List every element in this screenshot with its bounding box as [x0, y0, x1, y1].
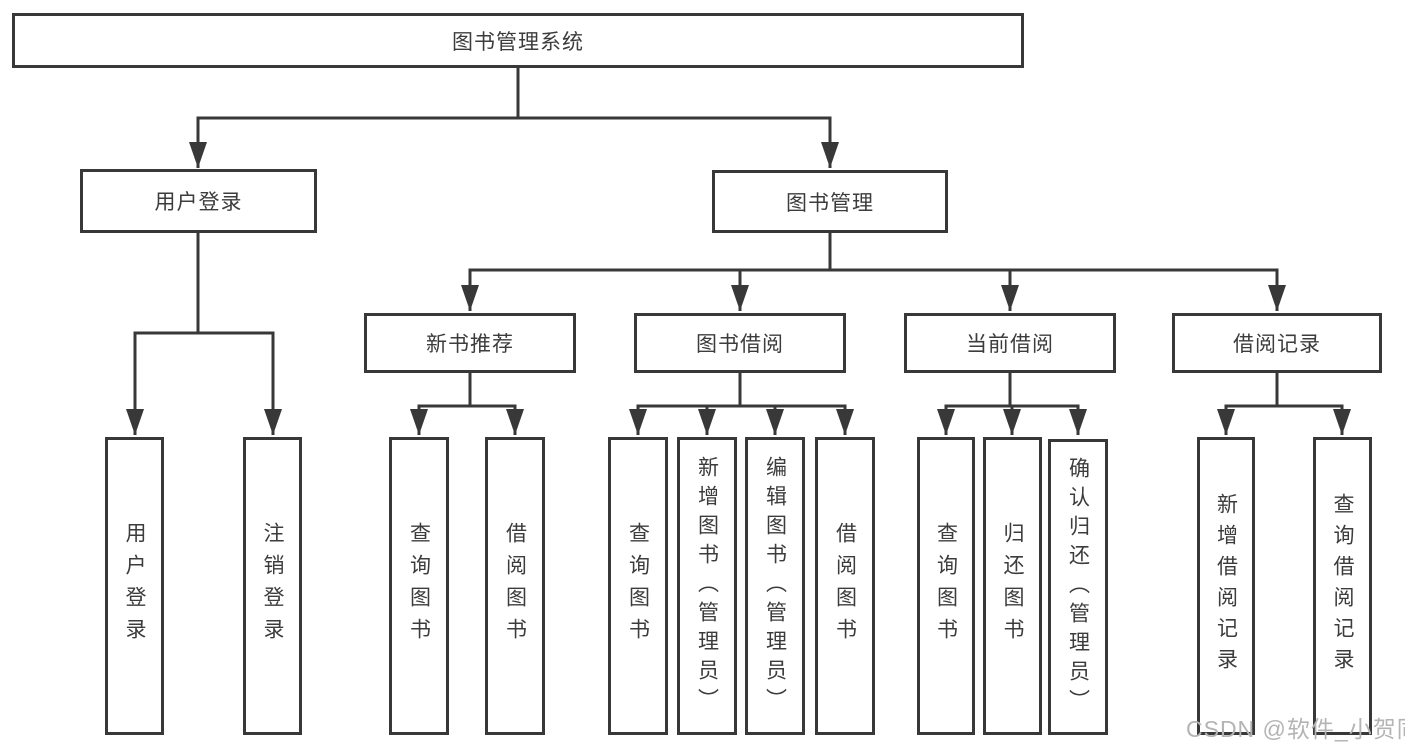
leaf-borrow-book-2: 借阅图书 — [815, 437, 875, 735]
leaf-return-book: 归还图书 — [983, 437, 1042, 735]
node-user-login: 用户登录 — [80, 169, 317, 233]
leaf-borrow-book-1: 借阅图书 — [485, 437, 545, 735]
node-current-borrowing: 当前借阅 — [904, 313, 1116, 373]
leaf-query-book-2: 查询图书 — [608, 437, 668, 735]
leaf-query-book-1-label: 查询图书 — [407, 522, 431, 650]
leaf-add-book-admin-label: 新增图书（管理员） — [695, 455, 719, 717]
node-borrowing-records: 借阅记录 — [1172, 313, 1382, 373]
node-book-borrowing: 图书借阅 — [634, 313, 846, 373]
leaf-confirm-return-admin-label: 确认归还（管理员） — [1066, 456, 1090, 718]
leaf-borrow-book-1-label: 借阅图书 — [503, 522, 527, 650]
leaf-add-borrow-record: 新增借阅记录 — [1197, 437, 1255, 735]
leaf-query-book-1: 查询图书 — [389, 437, 449, 735]
leaf-query-borrow-record: 查询借阅记录 — [1313, 437, 1372, 735]
leaf-edit-book-admin-label: 编辑图书（管理员） — [763, 455, 787, 717]
leaf-query-borrow-record-label: 查询借阅记录 — [1331, 493, 1354, 679]
leaf-borrow-book-2-label: 借阅图书 — [833, 522, 857, 650]
node-book-management: 图书管理 — [712, 170, 948, 233]
leaf-logout: 注销登录 — [243, 437, 302, 735]
leaf-query-book-3: 查询图书 — [917, 437, 975, 735]
watermark: CSDN @软件_小贺同学 — [1186, 716, 1405, 742]
leaf-add-book-admin: 新增图书（管理员） — [677, 437, 737, 735]
leaf-user-login-label: 用户登录 — [123, 522, 146, 650]
leaf-edit-book-admin: 编辑图书（管理员） — [745, 437, 805, 735]
leaf-return-book-label: 归还图书 — [1001, 522, 1024, 650]
leaf-confirm-return-admin: 确认归还（管理员） — [1048, 439, 1108, 735]
leaf-user-login: 用户登录 — [105, 437, 164, 735]
leaf-add-borrow-record-label: 新增借阅记录 — [1214, 493, 1238, 679]
leaf-query-book-3-label: 查询图书 — [934, 522, 958, 650]
node-library-management-system: 图书管理系统 — [12, 13, 1024, 68]
node-new-book-recommendation: 新书推荐 — [364, 313, 576, 373]
leaf-query-book-2-label: 查询图书 — [626, 522, 650, 650]
leaf-logout-label: 注销登录 — [261, 522, 284, 650]
